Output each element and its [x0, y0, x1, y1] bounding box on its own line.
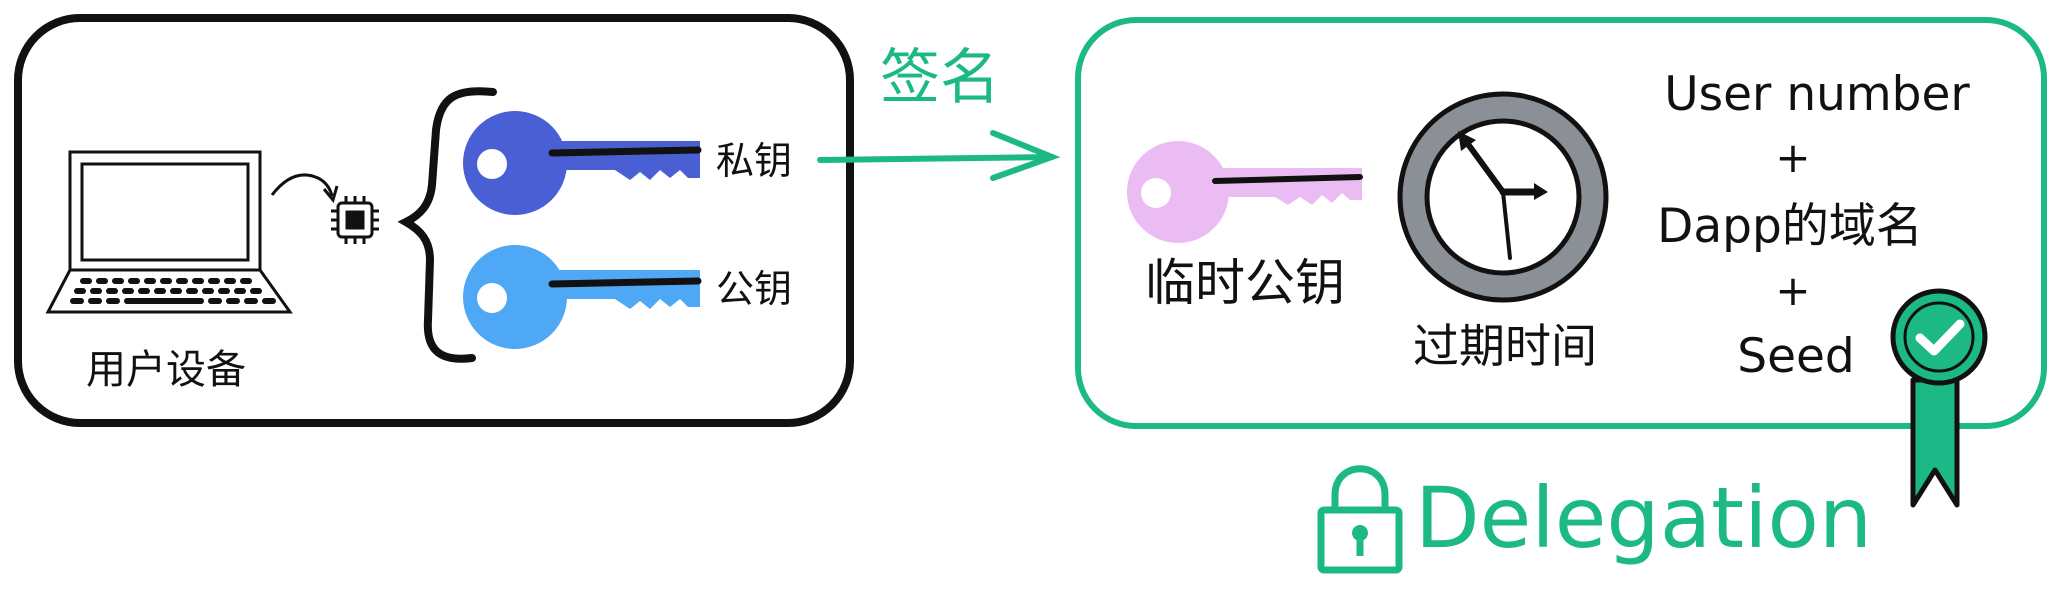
- temp-key-icon: [1127, 141, 1363, 243]
- curly-brace: [397, 87, 497, 363]
- curved-arrow-icon: [270, 173, 339, 204]
- public-key-label: 公钥: [716, 267, 792, 311]
- checkmark-badge-icon: [1890, 288, 1988, 508]
- lock-icon: [1317, 465, 1403, 574]
- public-key-icon: [463, 245, 702, 349]
- chip-icon: [331, 196, 379, 244]
- field-dapp-domain: Dapp的域名: [1657, 199, 1923, 254]
- delegation-fields: User number + Dapp的域名 + Seed: [1657, 67, 1970, 384]
- expiry-label: 过期时间: [1413, 319, 1597, 373]
- private-key-label: 私钥: [716, 139, 792, 183]
- sign-arrow: [817, 130, 1061, 181]
- sign-label: 签名: [880, 43, 1000, 113]
- field-plus-2: +: [1775, 266, 1810, 315]
- laptop-icon: [45, 150, 293, 314]
- delegation-title: Delegation: [1415, 469, 1872, 567]
- field-plus-1: +: [1775, 133, 1810, 182]
- field-user-number: User number: [1664, 67, 1970, 122]
- field-seed: Seed: [1737, 329, 1855, 384]
- device-box: [14, 14, 854, 427]
- clock-icon: [1397, 91, 1609, 303]
- temp-public-key-label: 临时公钥: [1145, 254, 1345, 312]
- device-label: 用户设备: [86, 347, 246, 393]
- delegation-box: [1075, 17, 2047, 429]
- private-key-icon: [463, 111, 702, 215]
